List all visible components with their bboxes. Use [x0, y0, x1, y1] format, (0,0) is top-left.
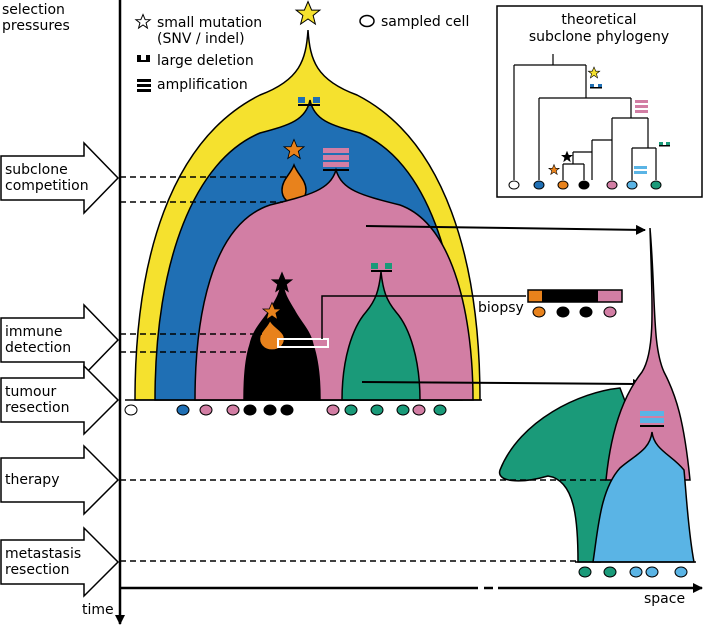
svg-text:large deletion: large deletion: [157, 53, 254, 69]
time-label: time: [82, 602, 114, 618]
metastasis-sampled-cells: [578, 566, 688, 578]
space-label: space: [644, 591, 685, 607]
svg-text:(SNV / indel): (SNV / indel): [157, 31, 245, 47]
sampled-cell-icon: [359, 14, 375, 28]
svg-text:detection: detection: [5, 340, 71, 356]
svg-text:resection: resection: [5, 400, 69, 416]
phylogeny-tree: [513, 54, 657, 180]
biopsy-bar: [527, 289, 623, 303]
blue-deletion-icon: [298, 97, 320, 106]
svg-text:subclone: subclone: [5, 162, 68, 178]
biopsy-label: biopsy: [478, 300, 524, 316]
amplification-icon: [137, 79, 151, 92]
svg-text:sampled cell: sampled cell: [381, 14, 469, 30]
migration-arrow-lower: [361, 378, 643, 389]
phylogeny-title-line2: subclone phylogeny: [529, 29, 669, 45]
biopsy-cells: [532, 306, 617, 318]
svg-text:metastasis: metastasis: [5, 546, 81, 562]
svg-text:immune: immune: [5, 324, 63, 340]
svg-text:small mutation: small mutation: [157, 15, 262, 31]
pink-amplification-icon: [323, 148, 349, 171]
small-mutation-star-icon: [135, 14, 151, 29]
pressure-arrow-immune-detection: immune detection: [0, 303, 120, 377]
selection-pressures-line2: pressures: [2, 18, 70, 34]
svg-text:tumour: tumour: [5, 384, 56, 400]
biopsy-window: [277, 338, 329, 348]
green-deletion-icon: [371, 263, 392, 272]
phylogeny-title-line1: theoretical: [561, 12, 636, 28]
svg-text:amplification: amplification: [157, 77, 248, 93]
lightblue-amplification-icon: [640, 411, 664, 427]
primary-sampled-cells: [124, 404, 447, 416]
pressure-arrow-subclone-competition: subclone competition: [0, 141, 120, 215]
yellow-star-icon: [295, 0, 321, 25]
pressure-arrow-tumour-resection: tumour resection: [0, 364, 120, 436]
selection-pressures-line1: selection: [2, 2, 65, 18]
legend: small mutation (SNV / indel) large delet…: [135, 14, 469, 93]
svg-text:therapy: therapy: [5, 472, 59, 488]
pressure-arrow-metastasis-resection: metastasis resection: [0, 526, 120, 598]
dashed-guides: [120, 176, 610, 562]
large-deletion-icon: [137, 55, 150, 62]
phylogeny-inset: theoretical subclone phylogeny: [496, 5, 703, 198]
metastasis-pink-region: [605, 227, 691, 481]
svg-text:competition: competition: [5, 178, 89, 194]
svg-text:resection: resection: [5, 562, 69, 578]
phylogeny-leaf-cells: [508, 180, 662, 190]
pressure-arrow-therapy: therapy: [0, 444, 120, 516]
migration-arrow-upper: [365, 224, 646, 235]
